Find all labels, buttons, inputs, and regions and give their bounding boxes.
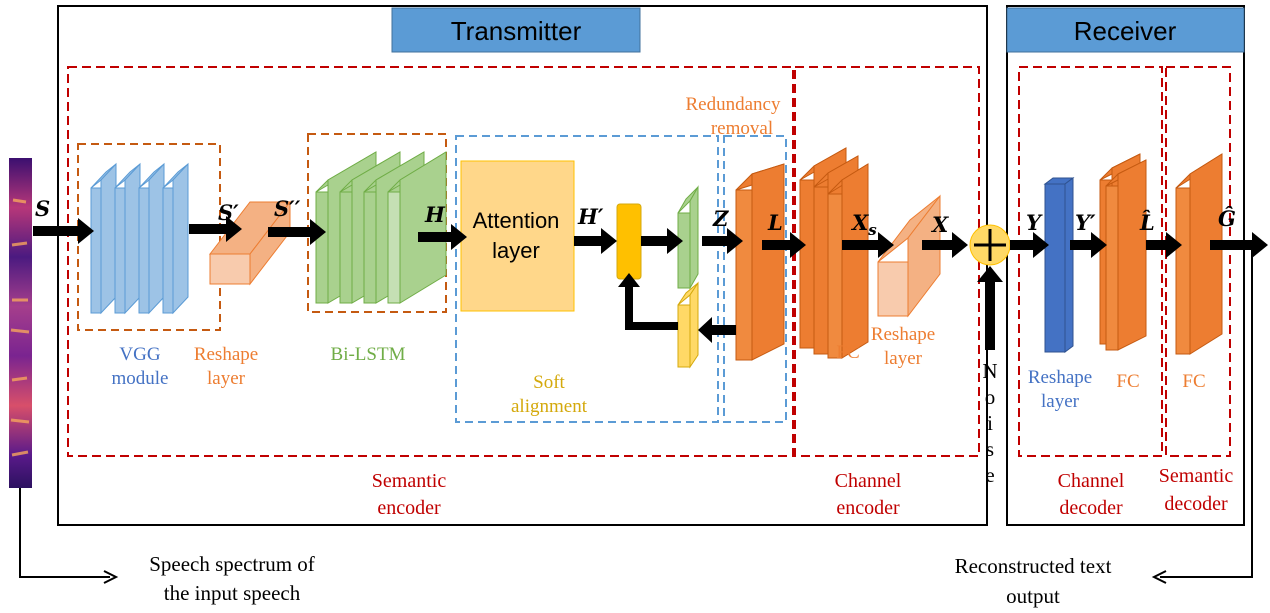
transmitter-frame [57, 5, 988, 526]
redundancy-removal-group [723, 135, 787, 423]
symbol-G-hat: Ĝ [1218, 206, 1236, 231]
fc-tx-label: FC [836, 342, 859, 363]
alignment-gate [616, 203, 642, 280]
symbol-L: L [767, 210, 783, 235]
symbol-Y: Y [1026, 210, 1043, 235]
reshape-rx-label-line1: Reshape [1028, 367, 1092, 388]
redundancy-label-line1: Redundancy [686, 94, 781, 115]
noise-letter-2: o [985, 385, 996, 409]
speech-spectrogram [9, 158, 32, 488]
channel-decoder-group [1018, 66, 1163, 457]
alignment-yellow-slab [677, 281, 699, 369]
vgg-module [90, 162, 189, 315]
symbol-S-prime: S′ [218, 200, 239, 225]
vgg-label-line1: VGG [119, 344, 160, 365]
receiver-frame [1006, 5, 1245, 526]
alignment-green-slab [677, 185, 699, 290]
fc-rx2-layer [1175, 153, 1223, 355]
redundancy-label-line2: removal [711, 118, 773, 139]
spectrogram-streaks [10, 198, 30, 457]
noise-letter-3: i [987, 411, 993, 435]
bilstm-label: Bi-LSTM [331, 344, 406, 365]
flow-arrows [33, 216, 1268, 350]
input-annotation-line2: the input speech [164, 581, 301, 605]
receiver-title: Receiver [1074, 16, 1177, 46]
channel-decoder-label-line1: Channel [1058, 470, 1125, 492]
transmitter-title-box [391, 7, 641, 53]
reshape-layer-tx2 [877, 194, 941, 318]
semantic-decoder-label-line1: Semantic [1159, 465, 1234, 487]
semantic-encoder-label-line2: encoder [377, 497, 441, 519]
input-annotation-arrowhead [103, 570, 119, 584]
symbol-S-double-prime: S′′ [274, 196, 301, 221]
reshape-tx1-label-line1: Reshape [194, 344, 258, 365]
reshape-layer-rx [1043, 177, 1075, 353]
semantic-decoder-label-line2: decoder [1164, 493, 1228, 515]
transmitter-title: Transmitter [451, 16, 582, 46]
symbol-H-prime: H′ [577, 204, 604, 229]
channel-encoder-label-line1: Channel [835, 470, 902, 492]
output-annotation-arrowhead [1151, 570, 1167, 584]
semantic-encoder-label-line1: Semantic [372, 470, 447, 492]
noise-letter-1: N [982, 359, 997, 383]
input-annotation-line1: Speech spectrum of [149, 552, 315, 576]
fc-tx-layers [799, 147, 869, 359]
symbol-X-s-subscript: s [868, 221, 877, 239]
output-annotation-connector [1160, 250, 1253, 578]
symbol-Z: Z [712, 206, 729, 231]
attention-label-line1: Attention [473, 208, 560, 233]
symbol-L-hat: L̂ [1139, 210, 1155, 235]
redundancy-layer [735, 163, 785, 361]
symbol-H: H [424, 202, 446, 227]
semantic-decoder-group [1165, 66, 1231, 457]
fc-rx1-layers [1099, 153, 1147, 351]
symbol-X-s-main: X [850, 210, 869, 235]
plus-icon [974, 229, 1006, 261]
fc-rx2-label: FC [1182, 371, 1205, 392]
soft-alignment-group [455, 135, 719, 423]
receiver-title-box [1006, 7, 1245, 53]
reshape-tx2-label-line2: layer [884, 348, 923, 369]
noise-letter-5: e [985, 463, 994, 487]
soft-alignment-label-line1: Soft [533, 372, 565, 393]
input-annotation-connector [19, 488, 110, 578]
symbol-X: X [930, 212, 949, 237]
bilstm-layers [315, 151, 447, 304]
semantic-encoder-group [67, 66, 794, 457]
vgg-label-line2: module [112, 368, 169, 389]
channel-encoder-label-line2: encoder [836, 497, 900, 519]
output-annotation-line1: Reconstructed text [955, 554, 1112, 578]
attention-layer [460, 160, 575, 312]
reshape-layer-tx1 [208, 200, 292, 286]
attention-label-line2: layer [492, 238, 540, 263]
output-annotation-line2: output [1006, 584, 1060, 608]
symbol-Y-prime: Y′ [1075, 210, 1096, 235]
reshape-rx-label-line2: layer [1041, 391, 1080, 412]
noise-letter-4: s [986, 437, 994, 461]
soft-alignment-label-line2: alignment [511, 396, 588, 417]
reshape-tx2-label-line1: Reshape [871, 324, 935, 345]
symbol-X-s: Xs [850, 210, 877, 239]
symbol-S: S [35, 196, 50, 221]
channel-decoder-label-line2: decoder [1059, 497, 1123, 519]
fc-rx1-label: FC [1116, 371, 1139, 392]
reshape-tx1-label-line2: layer [207, 368, 246, 389]
